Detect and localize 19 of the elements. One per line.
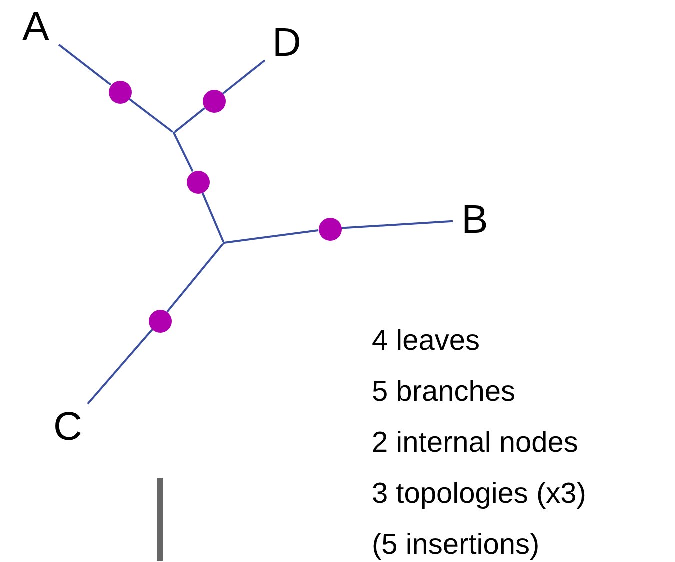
tree-branch bbox=[202, 192, 224, 242]
tree-branch bbox=[174, 134, 194, 172]
tree-branch bbox=[341, 220, 454, 230]
tree-branch bbox=[128, 98, 174, 134]
tree-branch bbox=[87, 329, 154, 405]
tree-branch bbox=[222, 60, 266, 95]
tree-branch bbox=[174, 107, 206, 133]
summary-text: 5 branches bbox=[372, 375, 516, 410]
tree-branch bbox=[58, 44, 112, 86]
summary-text: (5 insertions) bbox=[372, 528, 541, 562]
tree-branch bbox=[224, 230, 319, 244]
leaf-label: B bbox=[453, 197, 497, 243]
leaf-label: C bbox=[46, 404, 90, 450]
summary-text: 2 internal nodes bbox=[372, 426, 580, 461]
summary-text: 3 topologies (x3) bbox=[372, 477, 586, 512]
tree-branch bbox=[166, 243, 224, 313]
leaf-label: D bbox=[265, 20, 309, 66]
leaf-label: A bbox=[13, 4, 59, 50]
summary-text: 4 leaves bbox=[372, 324, 482, 359]
